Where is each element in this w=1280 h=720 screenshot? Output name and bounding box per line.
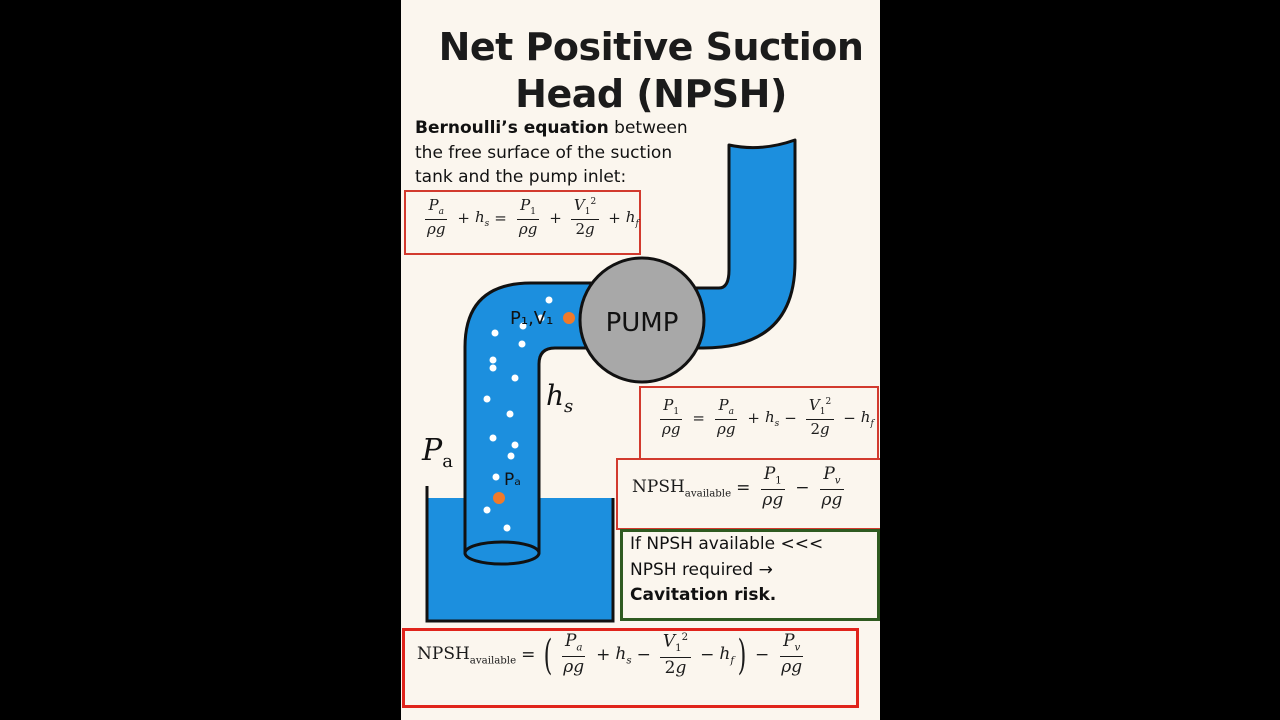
suction-height-label: hs [546,379,573,417]
cavitation-warning-text: If NPSH available <<< NPSH required → Ca… [623,532,880,609]
intro-rest: between the free surface of the suction … [415,118,688,187]
inlet-point-marker [563,312,575,324]
suction-tank-walls [425,486,615,623]
vapor-bubbles [483,296,553,532]
npsh-diagram-panel: Net Positive Suction Head (NPSH) Bernoul… [401,0,880,720]
title-line-2: Head (NPSH) [515,72,787,116]
bernoulli-intro-text: Bernoulli’s equation between the free su… [415,116,715,190]
suction-pipe-inlet [463,540,541,566]
cavitation-warning-box [620,529,880,621]
atmospheric-pressure-label: Pa [421,433,453,472]
intro-bold: Bernoulli’s equation [415,118,609,138]
discharge-pipe [694,138,797,350]
suction-pipe [463,281,593,555]
surface-point-marker [493,492,505,504]
inlet-point-label: P₁,V₁ [510,308,553,329]
warning-line-2: NPSH required → [630,559,773,580]
pump-system-diagram: PUMP P₁,V₁ Pₐ hs Pa [421,138,797,623]
page-title: Net Positive Suction Head (NPSH) [401,24,880,118]
pump-label: PUMP [606,308,679,338]
warning-line-1: If NPSH available <<< [630,534,824,554]
pump [578,256,706,384]
title-line-1: Net Positive Suction [438,25,864,69]
surface-point-label: Pₐ [504,470,521,490]
warning-line-3: Cavitation risk. [630,585,777,605]
